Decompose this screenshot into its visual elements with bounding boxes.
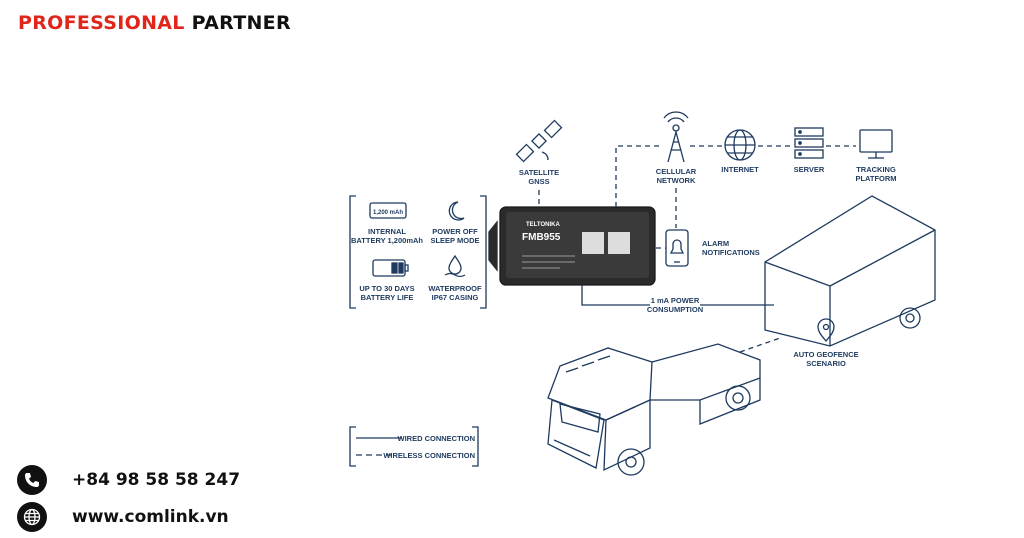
power-label-line2: CONSUMPTION (647, 305, 703, 314)
feature-internal-battery-line2: BATTERY 1,200mAh (351, 236, 423, 245)
brand-title-accent: PROFESSIONAL (18, 12, 185, 34)
svg-text:1,200 mAh: 1,200 mAh (373, 210, 403, 216)
brand-title-main: PARTNER (191, 12, 291, 34)
cellular-label-line2: NETWORK (657, 176, 696, 185)
server-icon (794, 127, 824, 159)
feature-waterproof-line1: WATERPROOF (428, 284, 482, 293)
platform-label-line1: TRACKING (856, 165, 896, 174)
legend: WIRED CONNECTION WIRELESS CONNECTION (349, 426, 479, 467)
water-drop-icon (444, 254, 466, 278)
satellite-icon (515, 119, 563, 163)
battery-icon (372, 259, 409, 277)
feature-waterproof-line2: IP67 CASING (432, 293, 479, 302)
alarm-label-line1: ALARM (702, 239, 729, 248)
geofence-label-line2: SCENARIO (806, 359, 846, 368)
internet-globe-icon (724, 129, 756, 161)
monitor-icon (859, 129, 893, 159)
feature-battery-life-line1: UP TO 30 DAYS (359, 284, 414, 293)
moon-icon (448, 201, 465, 221)
features-panel: 1,200 mAh INTERNAL BATTERY 1,200mAh POWE… (349, 195, 487, 309)
cargo-trailer (764, 195, 936, 347)
contact-phone-row: +84 98 58 58 247 (17, 465, 240, 495)
legend-wired-label: WIRED CONNECTION (398, 434, 476, 443)
phone-icon (17, 465, 47, 495)
gps-tracker-device: TELTONIKA FMB955 (488, 206, 656, 286)
globe-icon (17, 502, 47, 532)
phone-number[interactable]: +84 98 58 58 247 (72, 470, 241, 490)
battery-label-icon: 1,200 mAh (369, 202, 407, 219)
satellite-label-line1: SATELLITE (519, 168, 559, 177)
cell-tower-icon (663, 111, 689, 163)
alarm-label-line2: NOTIFICATIONS (702, 248, 760, 257)
server-label: SERVER (794, 165, 825, 174)
platform-label-line2: PLATFORM (855, 174, 896, 183)
wireless-links (538, 145, 856, 353)
legend-wireless-label: WIRELESS CONNECTION (383, 451, 475, 460)
device-brand: TELTONIKA (526, 222, 560, 228)
phone-alarm-icon (665, 229, 689, 267)
wired-links (581, 285, 774, 306)
geofence-label-line1: AUTO GEOFENCE (793, 350, 858, 359)
brand-title: PROFESSIONAL PARTNER (18, 12, 291, 34)
cellular-label-line1: CELLULAR (656, 167, 697, 176)
satellite-label-line2: GNSS (528, 177, 549, 186)
device-model: FMB955 (522, 232, 561, 243)
contact-website-row: www.comlink.vn (17, 502, 229, 532)
location-pin-icon (817, 318, 835, 342)
feature-battery-life-line2: BATTERY LIFE (361, 293, 414, 302)
website-url[interactable]: www.comlink.vn (72, 507, 229, 527)
internet-label: INTERNET (721, 165, 759, 174)
feature-sleep-line1: POWER OFF (432, 227, 478, 236)
feature-sleep-line2: SLEEP MODE (430, 236, 479, 245)
truck-illustration (547, 343, 761, 476)
feature-internal-battery-line1: INTERNAL (368, 227, 406, 236)
power-label-line1: 1 mA POWER (651, 296, 700, 305)
